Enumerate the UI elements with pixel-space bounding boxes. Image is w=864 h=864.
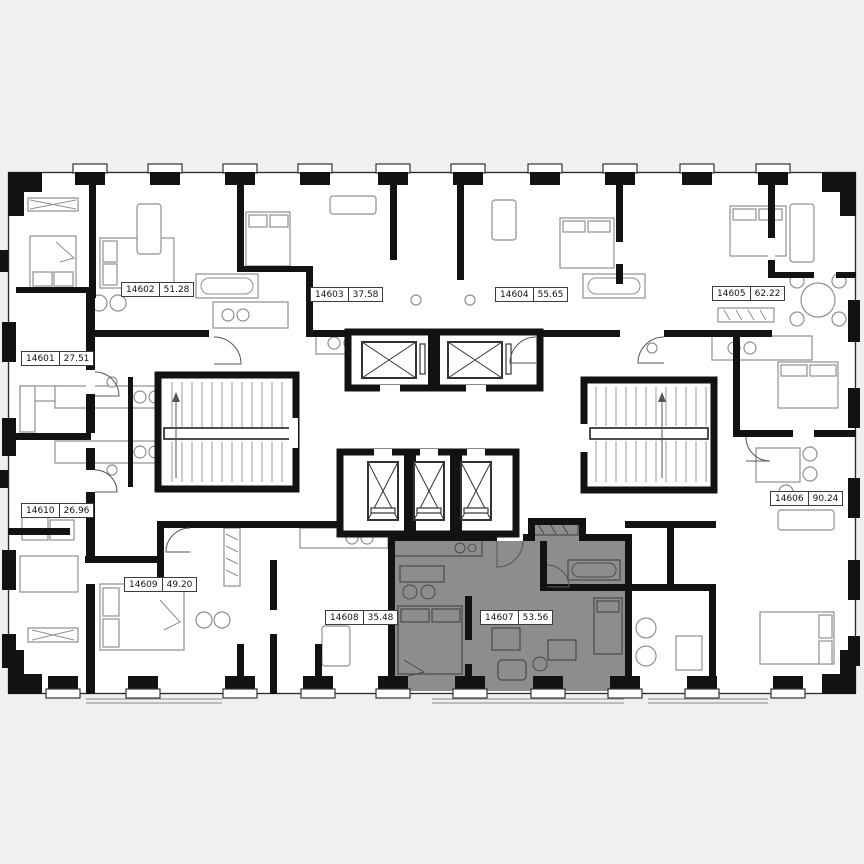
unit-area: 27.51 [63, 353, 90, 364]
unit-label-14604[interactable]: 14604 55.65 [495, 287, 569, 302]
unit-label-14607[interactable]: 14607 53.56 [480, 610, 554, 625]
unit-number: 14605 [713, 287, 751, 300]
unit-area: 55.65 [537, 289, 564, 300]
elevator-bank-bottom [336, 448, 520, 538]
unit-number: 14609 [125, 578, 163, 591]
unit-area: 37.58 [352, 289, 379, 300]
unit-number: 14601 [22, 352, 60, 365]
unit-region-14601[interactable] [8, 172, 89, 433]
elevator-bank-top [344, 328, 544, 392]
unit-label-14610[interactable]: 14610 26.96 [21, 503, 95, 518]
unit-label-14601[interactable]: 14601 27.51 [21, 351, 95, 366]
unit-area: 26.96 [63, 505, 90, 516]
unit-area: 90.24 [812, 493, 839, 504]
unit-area: 62.22 [754, 288, 781, 299]
unit-region-14602[interactable] [96, 172, 237, 327]
unit-area: 49.20 [166, 579, 193, 590]
unit-number: 14602 [122, 283, 160, 296]
unit-area: 35.48 [367, 612, 394, 623]
door-swings [94, 336, 771, 588]
balcony-lines [86, 698, 768, 704]
unit-region-14610[interactable] [8, 440, 86, 694]
selected-unit-furniture [393, 522, 623, 681]
unit-number: 14610 [22, 504, 60, 517]
staircase-left [154, 371, 300, 493]
unit-number: 14603 [311, 288, 349, 301]
unit-number: 14608 [326, 611, 364, 624]
unit-label-14609[interactable]: 14609 49.20 [124, 577, 198, 592]
unit-region-14606[interactable] [640, 440, 856, 690]
unit-label-14608[interactable]: 14608 35.48 [325, 610, 399, 625]
unit-number: 14604 [496, 288, 534, 301]
unit-area: 53.56 [522, 612, 549, 623]
unit-label-14606[interactable]: 14606 90.24 [770, 491, 844, 506]
staircase-right [580, 376, 718, 494]
unit-area: 51.28 [163, 284, 190, 295]
unit-label-14603[interactable]: 14603 37.58 [310, 287, 384, 302]
unit-number: 14606 [771, 492, 809, 505]
unit-label-14602[interactable]: 14602 51.28 [121, 282, 195, 297]
unit-region-14609[interactable] [95, 528, 270, 694]
unit-number: 14607 [481, 611, 519, 624]
unit-label-14605[interactable]: 14605 62.22 [712, 286, 786, 301]
facade-piers [0, 163, 860, 699]
unit-region-14605[interactable] [623, 172, 768, 327]
